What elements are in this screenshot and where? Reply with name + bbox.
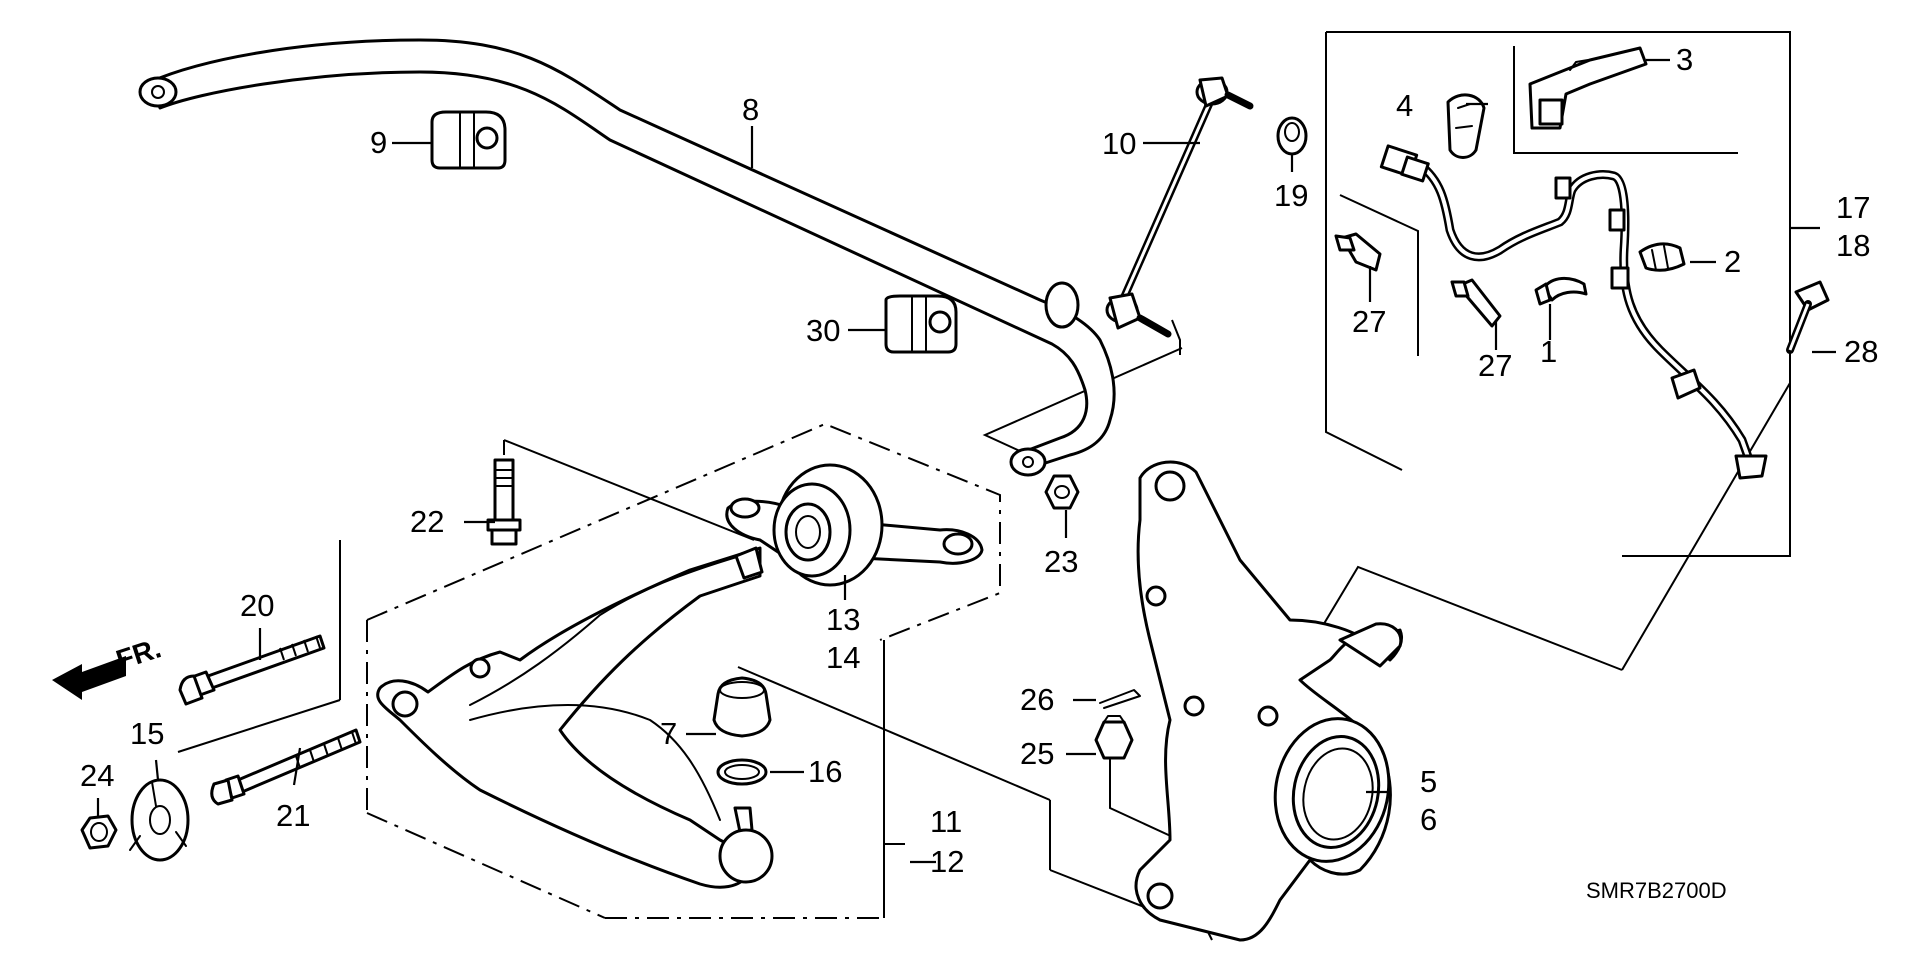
- callout-27-right: 27: [1478, 348, 1512, 383]
- callout-18: 18: [1836, 228, 1870, 263]
- flange-nut-19: [1276, 116, 1308, 156]
- ball-joint-boot: [712, 676, 772, 738]
- callout-24: 24: [80, 758, 114, 793]
- sensor-clip-27a: [1334, 232, 1382, 272]
- callout-16: 16: [808, 754, 842, 789]
- bolt-20: [178, 634, 326, 706]
- callout-13: 13: [826, 602, 860, 637]
- adjusting-washer: [129, 778, 190, 862]
- flange-nut-23: [1044, 474, 1080, 510]
- callout-6: 6: [1420, 802, 1437, 837]
- callout-21: 21: [276, 798, 310, 833]
- callout-12: 12: [930, 844, 964, 879]
- leader-lines: [96, 58, 1836, 864]
- cotter-pin: [1099, 689, 1141, 709]
- callout-20: 20: [240, 588, 274, 623]
- other-guide-lines: [177, 319, 1791, 941]
- callout-8: 8: [742, 92, 759, 127]
- diagram-code: SMR7B2700D: [1586, 878, 1727, 903]
- callout-19: 19: [1274, 178, 1308, 213]
- callout-17: 17: [1836, 190, 1870, 225]
- callout-25: 25: [1020, 736, 1054, 771]
- sensor-clip-3: [1528, 46, 1648, 130]
- stabilizer-bar: [138, 38, 1116, 477]
- stabilizer-bushing-30: [884, 294, 958, 354]
- callout-9: 9: [370, 125, 387, 160]
- steering-knuckle: [1134, 460, 1404, 942]
- callout-14: 14: [826, 640, 860, 675]
- callout-26: 26: [1020, 682, 1054, 717]
- sensor-group-outline: [1325, 31, 1791, 557]
- callout-4: 4: [1396, 88, 1413, 123]
- callout-3: 3: [1676, 42, 1693, 77]
- wheel-speed-sensor: [1379, 144, 1768, 480]
- castle-nut: [1094, 715, 1134, 760]
- callout-22: 22: [410, 504, 444, 539]
- front-direction-label: FR.: [112, 632, 164, 675]
- callout-30: 30: [806, 313, 840, 348]
- callout-labels: 9 30 8 10 19 22 13 14 23 20 21 15 24 7 1…: [80, 42, 1878, 903]
- callout-1: 1: [1540, 334, 1557, 369]
- sensor-bolt: [1786, 280, 1830, 354]
- lower-arm-group-outline: [366, 422, 1001, 919]
- callout-15: 15: [130, 716, 164, 751]
- sensor-clip-27b: [1450, 278, 1502, 328]
- front-direction-arrow: FR.: [52, 632, 165, 700]
- stabilizer-bushing-9: [430, 110, 507, 170]
- callout-7: 7: [660, 716, 677, 751]
- callout-11: 11: [930, 804, 962, 839]
- stabilizer-link: [1105, 76, 1254, 338]
- circlip: [716, 758, 768, 786]
- callout-5: 5: [1420, 764, 1437, 799]
- bolt-21: [210, 728, 362, 806]
- sensor-clip-2: [1638, 242, 1686, 272]
- callout-27-left: 27: [1352, 304, 1386, 339]
- ball-joint-stud: [718, 806, 774, 884]
- callout-23: 23: [1044, 544, 1078, 579]
- compliance-bushing: [725, 463, 984, 587]
- lower-arm: [376, 546, 764, 889]
- callout-10: 10: [1102, 126, 1136, 161]
- callout-2: 2: [1724, 244, 1741, 279]
- callout-28: 28: [1844, 334, 1878, 369]
- sensor-clip-1: [1534, 277, 1588, 306]
- self-locking-nut-24: [80, 814, 118, 850]
- bolt-22: [486, 458, 522, 546]
